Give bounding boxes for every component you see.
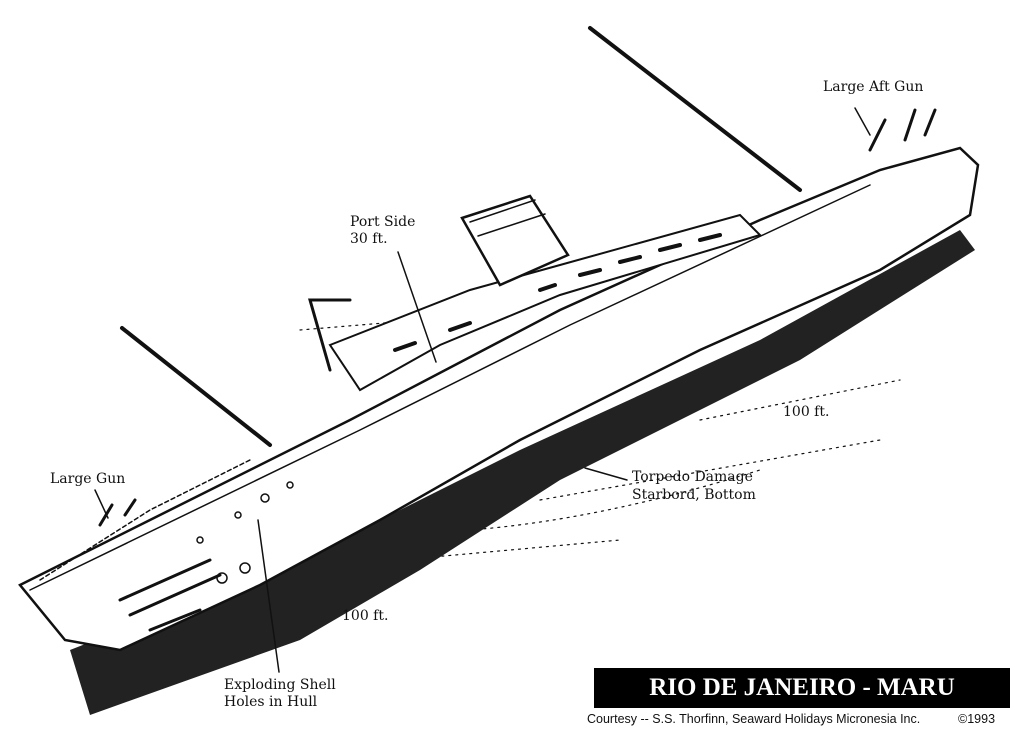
title-banner: RIO DE JANEIRO - MARU: [594, 668, 1010, 708]
shell-holes: [196, 481, 294, 584]
label-depth-bow: 100 ft.: [342, 608, 389, 624]
hull: [18, 146, 980, 652]
label-port-side-depth: 30 ft.: [350, 231, 388, 247]
aft-mast: [588, 26, 802, 192]
fore-mast: [120, 326, 272, 447]
label-large-gun: Large Gun: [50, 471, 126, 487]
funnel: [460, 194, 570, 287]
hull-shadow: [70, 230, 975, 715]
credit-line: Courtesy -- S.S. Thorfinn, Seaward Holid…: [587, 712, 921, 726]
label-large-aft-gun: Large Aft Gun: [823, 79, 924, 95]
copyright: ©1993: [958, 712, 996, 726]
label-shell-holes-2: Holes in Hull: [224, 694, 318, 710]
label-torpedo-location: Starbord, Bottom: [632, 487, 756, 503]
label-shell-holes: Exploding Shell: [224, 677, 336, 693]
label-port-side: Port Side: [350, 214, 416, 230]
leader-lines: [94, 107, 871, 673]
label-torpedo-damage: Torpedo Damage: [632, 469, 753, 485]
label-depth-stern: 100 ft.: [783, 404, 830, 420]
